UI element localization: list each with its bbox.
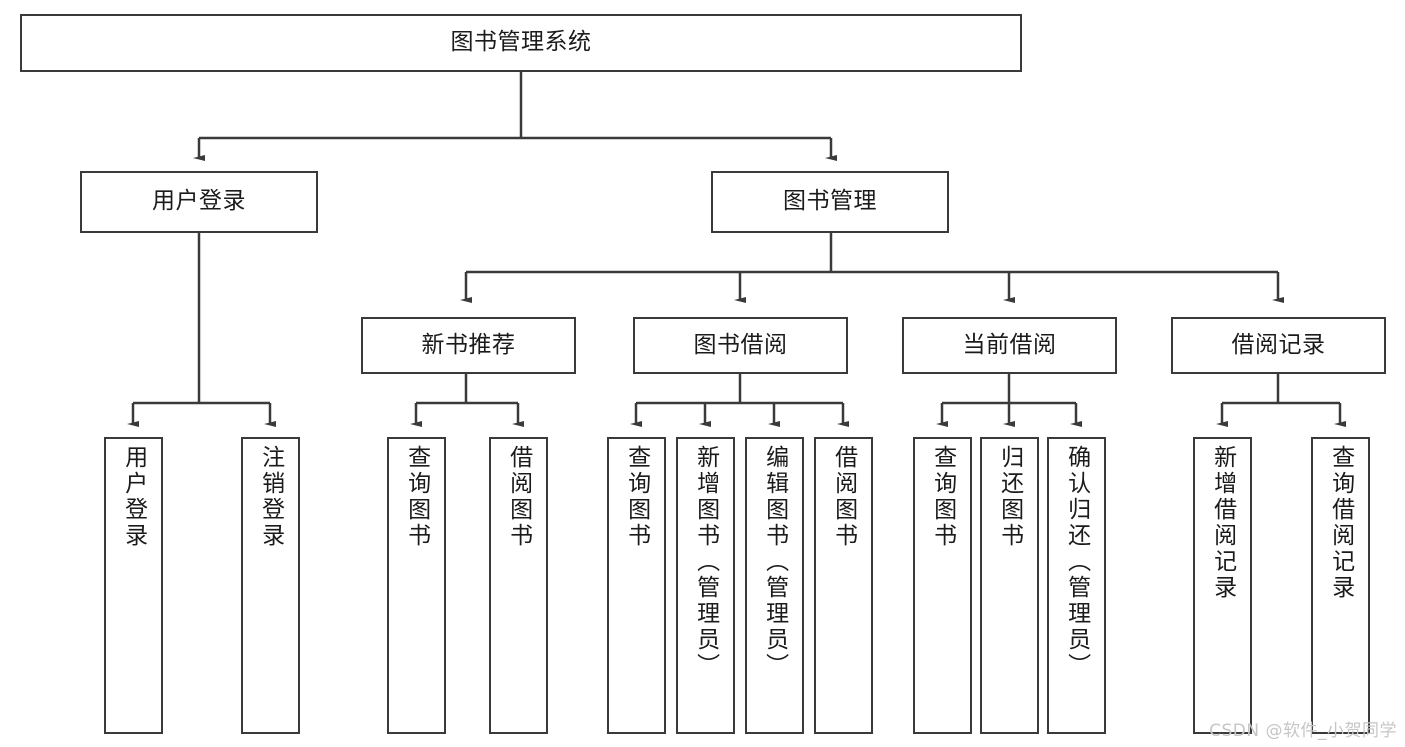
node-leaf-add-book[interactable]: 新增图书（管理员） xyxy=(676,437,735,734)
node-user-login[interactable]: 用户登录 xyxy=(80,171,318,233)
node-leaf-edit-book-label: 编辑图书（管理员） xyxy=(761,445,788,679)
node-book-borrow-label: 图书借阅 xyxy=(693,331,788,358)
node-leaf-query-book-3-label: 查询图书 xyxy=(929,445,956,549)
node-leaf-return-book[interactable]: 归还图书 xyxy=(980,437,1039,734)
node-root-label: 图书管理系统 xyxy=(450,29,592,56)
node-leaf-return-book-label: 归还图书 xyxy=(996,445,1023,549)
node-leaf-query-book-2-label: 查询图书 xyxy=(623,445,650,549)
node-book-manage-label: 图书管理 xyxy=(783,188,877,215)
node-leaf-borrow-book-2[interactable]: 借阅图书 xyxy=(814,437,873,734)
node-leaf-query-record[interactable]: 查询借阅记录 xyxy=(1311,437,1370,734)
node-leaf-user-login-label: 用户登录 xyxy=(120,445,147,549)
node-leaf-query-record-label: 查询借阅记录 xyxy=(1327,445,1354,601)
csdn-watermark: CSDN @软件_小贺同学 xyxy=(1209,721,1397,741)
node-leaf-add-book-label: 新增图书（管理员） xyxy=(692,445,719,679)
node-leaf-borrow-book-1[interactable]: 借阅图书 xyxy=(489,437,548,734)
node-leaf-add-record-label: 新增借阅记录 xyxy=(1209,445,1236,601)
node-leaf-query-book-3[interactable]: 查询图书 xyxy=(913,437,972,734)
node-current-borrow[interactable]: 当前借阅 xyxy=(902,317,1117,374)
node-leaf-query-book-1[interactable]: 查询图书 xyxy=(387,437,446,734)
node-leaf-user-logout[interactable]: 注销登录 xyxy=(241,437,300,734)
node-leaf-edit-book[interactable]: 编辑图书（管理员） xyxy=(745,437,804,734)
node-leaf-add-record[interactable]: 新增借阅记录 xyxy=(1193,437,1252,734)
node-current-borrow-label: 当前借阅 xyxy=(962,331,1057,358)
node-book-manage[interactable]: 图书管理 xyxy=(711,171,949,233)
node-leaf-borrow-book-1-label: 借阅图书 xyxy=(505,445,532,549)
node-leaf-user-login[interactable]: 用户登录 xyxy=(104,437,163,734)
node-leaf-query-book-2[interactable]: 查询图书 xyxy=(607,437,666,734)
node-root[interactable]: 图书管理系统 xyxy=(20,14,1022,72)
node-leaf-query-book-1-label: 查询图书 xyxy=(403,445,430,549)
node-user-login-label: 用户登录 xyxy=(152,188,246,215)
node-leaf-user-logout-label: 注销登录 xyxy=(257,445,284,549)
node-new-book-recommend-label: 新书推荐 xyxy=(421,331,516,358)
node-borrow-record[interactable]: 借阅记录 xyxy=(1171,317,1386,374)
node-book-borrow[interactable]: 图书借阅 xyxy=(633,317,848,374)
node-leaf-confirm-return-label: 确认归还（管理员） xyxy=(1063,445,1090,679)
node-leaf-borrow-book-2-label: 借阅图书 xyxy=(830,445,857,549)
node-new-book-recommend[interactable]: 新书推荐 xyxy=(361,317,576,374)
node-leaf-confirm-return[interactable]: 确认归还（管理员） xyxy=(1047,437,1106,734)
node-borrow-record-label: 借阅记录 xyxy=(1231,331,1326,358)
